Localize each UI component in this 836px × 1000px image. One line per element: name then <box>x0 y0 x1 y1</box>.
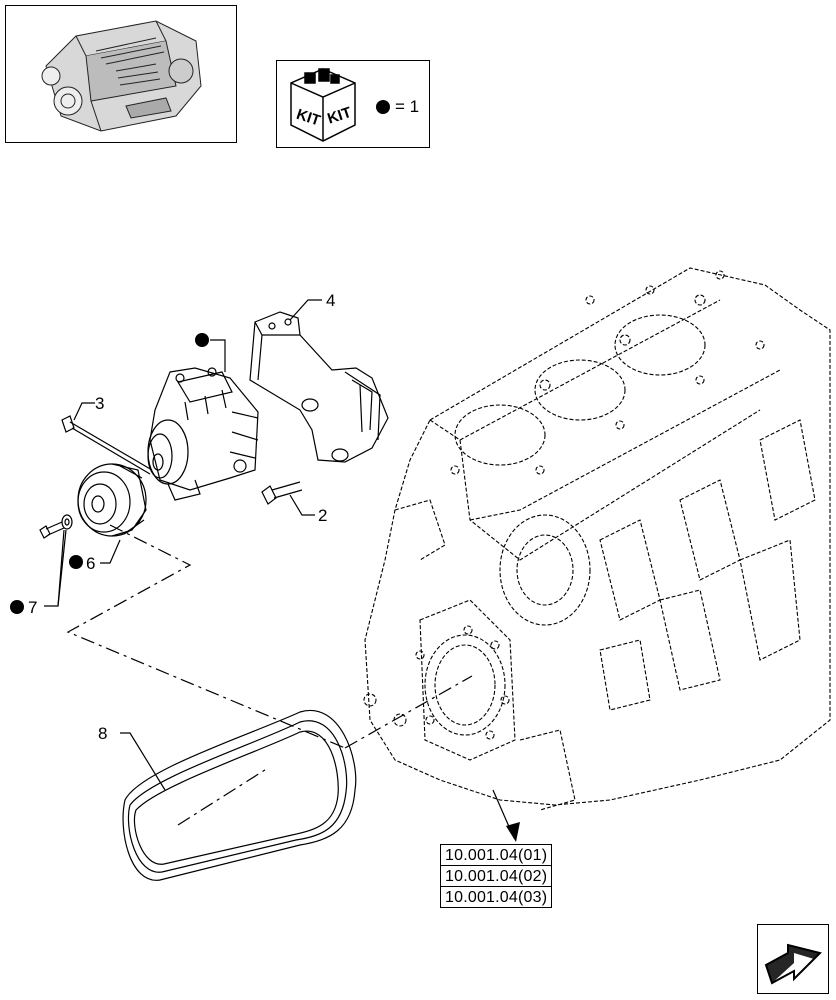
assembly-centerlines <box>66 524 473 826</box>
kit-label-right: KIT <box>325 104 353 128</box>
kit-equals-text: = 1 <box>395 97 420 116</box>
reference-link-1[interactable]: 10.001.04(01) <box>439 844 553 866</box>
reference-table: 10.001.04(01) 10.001.04(02) 10.001.04(03… <box>439 844 553 908</box>
callout-8: 8 <box>98 724 107 743</box>
reference-link-2[interactable]: 10.001.04(02) <box>439 865 553 887</box>
callout-4: 4 <box>326 291 335 310</box>
callout-2: 2 <box>318 506 327 525</box>
kit-bullet-1 <box>195 333 209 347</box>
reference-arrowhead <box>506 822 520 842</box>
callout-6: 6 <box>86 554 95 573</box>
bolt-washer-7 <box>39 514 73 539</box>
drive-belt <box>122 709 357 881</box>
pulley-clutch <box>77 463 147 537</box>
kit-bullet-icon <box>376 100 390 114</box>
compressor-bracket <box>249 311 389 463</box>
kit-legend: KIT KIT = 1 <box>276 60 430 148</box>
engine-block <box>363 267 831 811</box>
next-page-arrow-icon <box>764 943 822 985</box>
next-page-button[interactable] <box>757 924 829 994</box>
reference-link-3[interactable]: 10.001.04(03) <box>439 886 553 908</box>
kit-bullet-7 <box>10 600 24 614</box>
bolt-2 <box>261 481 303 505</box>
bolt-3 <box>61 415 153 475</box>
engine-thumbnail-icon <box>41 20 202 132</box>
kit-bullet-6 <box>69 555 83 569</box>
leader-lines <box>44 299 515 839</box>
callout-7: 7 <box>28 598 37 617</box>
engine-thumbnail <box>5 5 237 143</box>
ac-compressor <box>147 367 259 501</box>
callout-3: 3 <box>95 394 104 413</box>
kit-box-icon: KIT KIT <box>290 68 356 142</box>
kit-label-left: KIT <box>294 106 322 130</box>
